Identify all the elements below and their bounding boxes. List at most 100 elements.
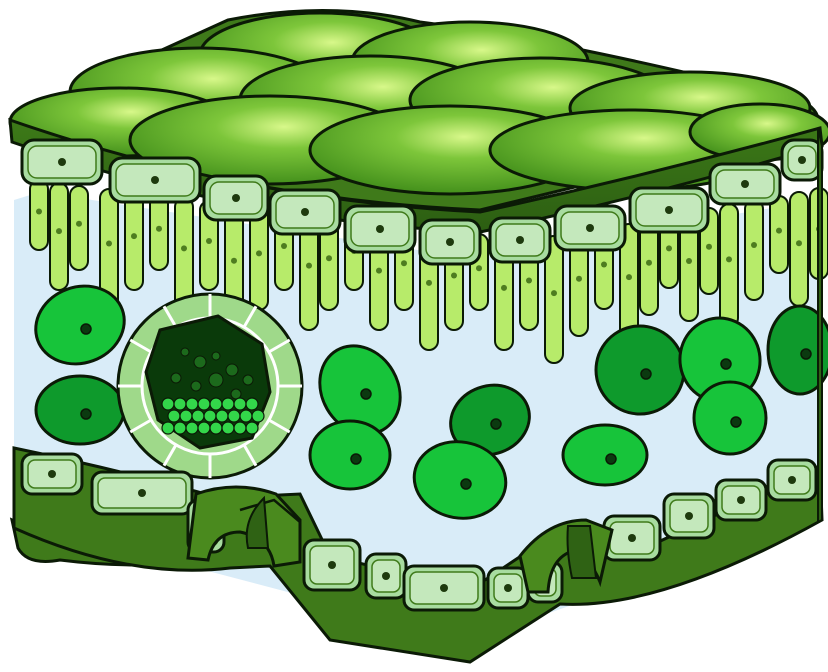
palisade-cell <box>790 192 808 306</box>
palisade-cell <box>150 195 168 270</box>
palisade-nucleus <box>526 278 532 284</box>
palisade-cell <box>250 207 268 310</box>
palisade-nucleus <box>306 263 312 269</box>
spongy-nucleus <box>491 419 501 429</box>
palisade-cell <box>125 192 143 290</box>
palisade-nucleus <box>56 228 62 234</box>
palisade-nucleus <box>576 276 582 282</box>
spongy-nucleus <box>721 359 731 369</box>
phloem-cell <box>234 398 246 410</box>
palisade-cell <box>745 200 763 300</box>
phloem-cell <box>216 410 228 422</box>
phloem-cell <box>252 410 264 422</box>
spongy-nucleus <box>731 417 741 427</box>
palisade-nucleus <box>256 250 262 256</box>
spongy-nucleus <box>351 454 361 464</box>
upper-epidermis-nucleus <box>232 194 240 202</box>
spongy-nucleus <box>81 409 91 419</box>
upper-epidermis-nucleus <box>301 208 309 216</box>
vascular-bundle <box>118 294 302 478</box>
palisade-nucleus <box>751 242 757 248</box>
palisade-nucleus <box>106 240 112 246</box>
palisade-nucleus <box>501 285 507 291</box>
phloem-cell <box>210 422 222 434</box>
right-edge <box>818 128 822 522</box>
upper-epidermis-nucleus <box>741 180 749 188</box>
lower-epidermis-nucleus <box>138 489 146 497</box>
lower-epidermis-nucleus <box>737 496 745 504</box>
xylem-vessel <box>243 375 253 385</box>
upper-epidermis-nucleus <box>798 156 806 164</box>
phloem-cell <box>228 410 240 422</box>
phloem-cell <box>246 422 258 434</box>
spongy-cell <box>36 376 124 444</box>
phloem-cell <box>186 398 198 410</box>
palisade-nucleus <box>626 274 632 280</box>
phloem-cell <box>222 422 234 434</box>
palisade-nucleus <box>426 280 432 286</box>
spongy-nucleus <box>461 479 471 489</box>
upper-epidermis-nucleus <box>446 238 454 246</box>
lower-epidermis-nucleus <box>788 476 796 484</box>
lower-epidermis-nucleus <box>628 534 636 542</box>
phloem-cell <box>204 410 216 422</box>
phloem-cell <box>222 398 234 410</box>
palisade-cell <box>175 198 193 310</box>
palisade-nucleus <box>666 245 672 251</box>
palisade-nucleus <box>36 209 42 215</box>
palisade-nucleus <box>726 256 732 262</box>
palisade-cell <box>30 180 48 250</box>
spongy-cell <box>310 421 390 489</box>
palisade-nucleus <box>646 260 652 266</box>
palisade-cell <box>70 186 88 270</box>
palisade-nucleus <box>476 265 482 271</box>
spongy-nucleus <box>606 454 616 464</box>
palisade-cell <box>720 204 738 327</box>
spongy-nucleus <box>641 369 651 379</box>
palisade-nucleus <box>231 258 237 264</box>
phloem-cells <box>162 398 264 434</box>
phloem-cell <box>234 422 246 434</box>
palisade-nucleus <box>76 221 82 227</box>
phloem-cell <box>162 398 174 410</box>
upper-epidermis-nucleus <box>58 158 66 166</box>
palisade-nucleus <box>281 243 287 249</box>
xylem-vessel <box>209 373 223 387</box>
phloem-cell <box>180 410 192 422</box>
phloem-cell <box>174 398 186 410</box>
palisade-nucleus <box>686 258 692 264</box>
lower-epidermis-nucleus <box>328 561 336 569</box>
phloem-cell <box>162 422 174 434</box>
phloem-cell <box>210 398 222 410</box>
xylem-vessel <box>226 364 238 376</box>
lower-epidermis-nucleus <box>382 572 390 580</box>
palisade-nucleus <box>796 240 802 246</box>
lower-epidermis-nucleus <box>685 512 693 520</box>
lower-epidermis-nucleus <box>504 584 512 592</box>
xylem-vessel <box>171 373 181 383</box>
upper-epidermis-nucleus <box>586 224 594 232</box>
phloem-cell <box>192 410 204 422</box>
lower-epidermis-nucleus <box>440 584 448 592</box>
xylem-vessel <box>194 356 206 368</box>
palisade-nucleus <box>601 261 607 267</box>
spongy-cell <box>563 425 647 485</box>
palisade-nucleus <box>551 290 557 296</box>
phloem-cell <box>174 422 186 434</box>
palisade-nucleus <box>376 268 382 274</box>
phloem-cell <box>186 422 198 434</box>
palisade-nucleus <box>206 238 212 244</box>
phloem-cell <box>246 398 258 410</box>
xylem-vessel <box>212 352 220 360</box>
palisade-nucleus <box>326 255 332 261</box>
spongy-cell <box>694 382 766 454</box>
spongy-nucleus <box>361 389 371 399</box>
upper-epidermis-nucleus <box>665 206 673 214</box>
palisade-nucleus <box>776 228 782 234</box>
xylem-vessel <box>181 348 189 356</box>
palisade-cell <box>50 183 68 290</box>
stoma-pore-right <box>568 526 597 578</box>
palisade-cell <box>640 220 658 315</box>
phloem-cell <box>198 422 210 434</box>
